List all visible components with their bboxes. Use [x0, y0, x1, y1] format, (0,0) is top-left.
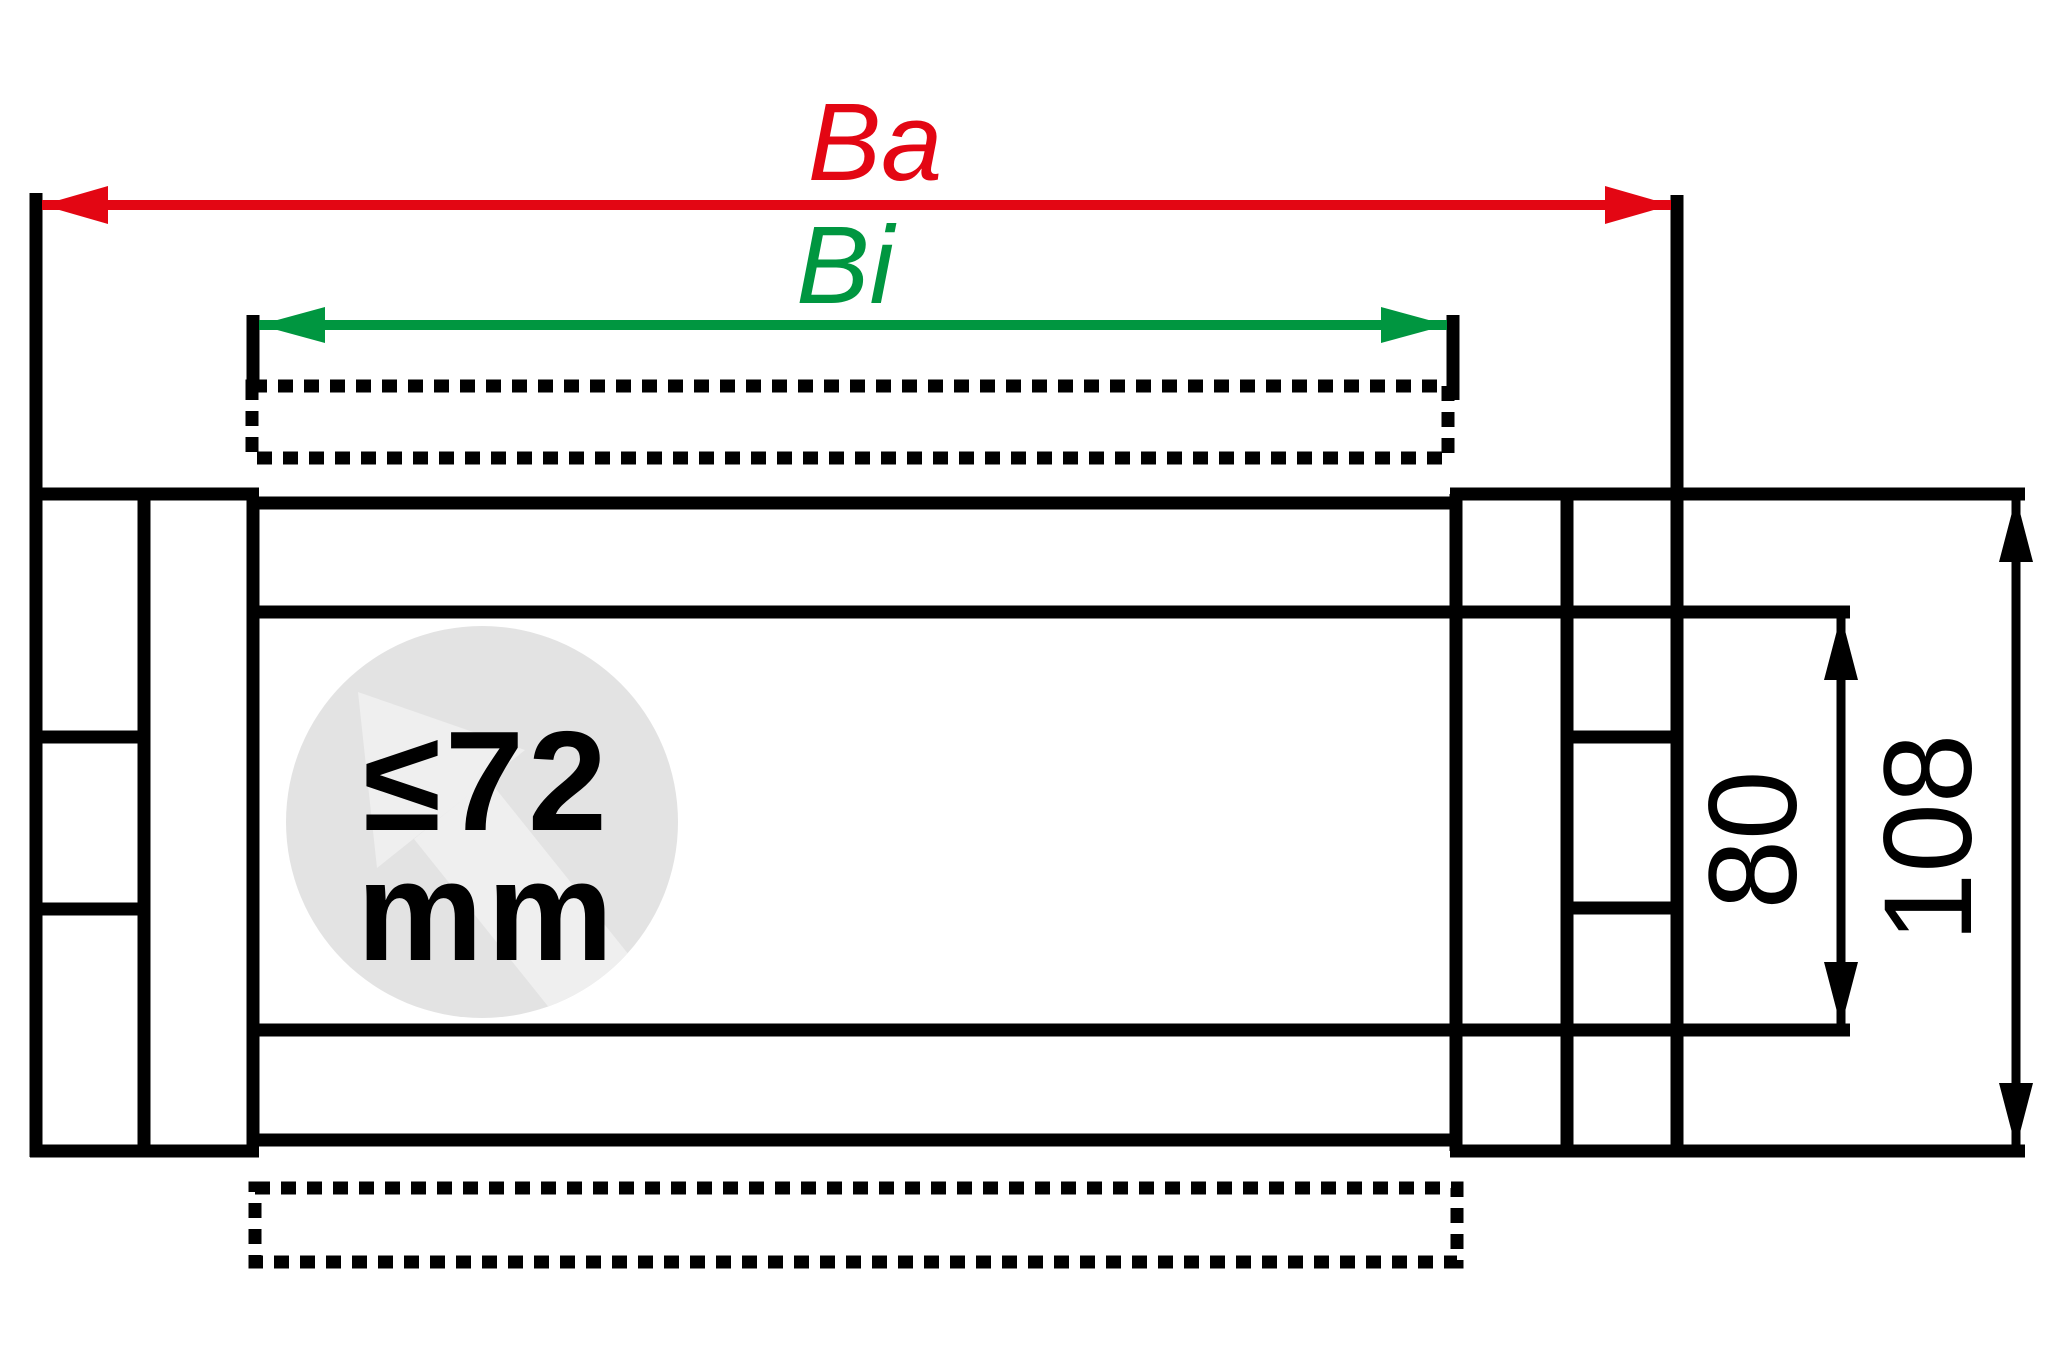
cable-max-diameter-value: ≤72 [363, 702, 611, 861]
bottom-link-dashed-outline [248, 1181, 1464, 1269]
bi-arrowhead-right [1381, 307, 1447, 343]
height-80-arrowhead-bottom [1824, 962, 1858, 1027]
bi-arrowheads [259, 307, 1447, 343]
ba-arrowhead-right [1605, 186, 1671, 224]
inner-height-dimension: 80 [1684, 615, 1858, 1027]
watermark-arrow-head [358, 692, 525, 868]
height-108-arrowheads [1999, 497, 2033, 1148]
ba-arrowheads [42, 186, 1671, 224]
inner-width-label: Bi [796, 204, 896, 327]
inner-width-dimension: Bi [259, 204, 1447, 343]
ba-arrowhead-left [42, 186, 108, 224]
height-80-arrowheads [1824, 615, 1858, 1027]
chain-outline [29, 193, 2025, 1269]
outer-height-dimension: 108 [1859, 497, 2033, 1148]
watermark-arrow-shaft [414, 779, 637, 1018]
outer-height-label: 108 [1859, 734, 1998, 943]
cable-diameter-note: ≤72 mm [357, 702, 618, 991]
watermark-arrow-icon [358, 692, 637, 1018]
height-108-arrowhead-bottom [1999, 1083, 2033, 1148]
height-80-arrowhead-top [1824, 615, 1858, 680]
outer-width-label: Ba [808, 81, 943, 204]
bi-arrowhead-left [259, 307, 325, 343]
outer-width-dimension: Ba [42, 81, 1671, 224]
cable-max-diameter-unit: mm [357, 832, 618, 991]
inner-height-label: 80 [1684, 770, 1823, 909]
top-link-dashed-outline [245, 379, 1455, 465]
height-108-arrowhead-top [1999, 497, 2033, 562]
